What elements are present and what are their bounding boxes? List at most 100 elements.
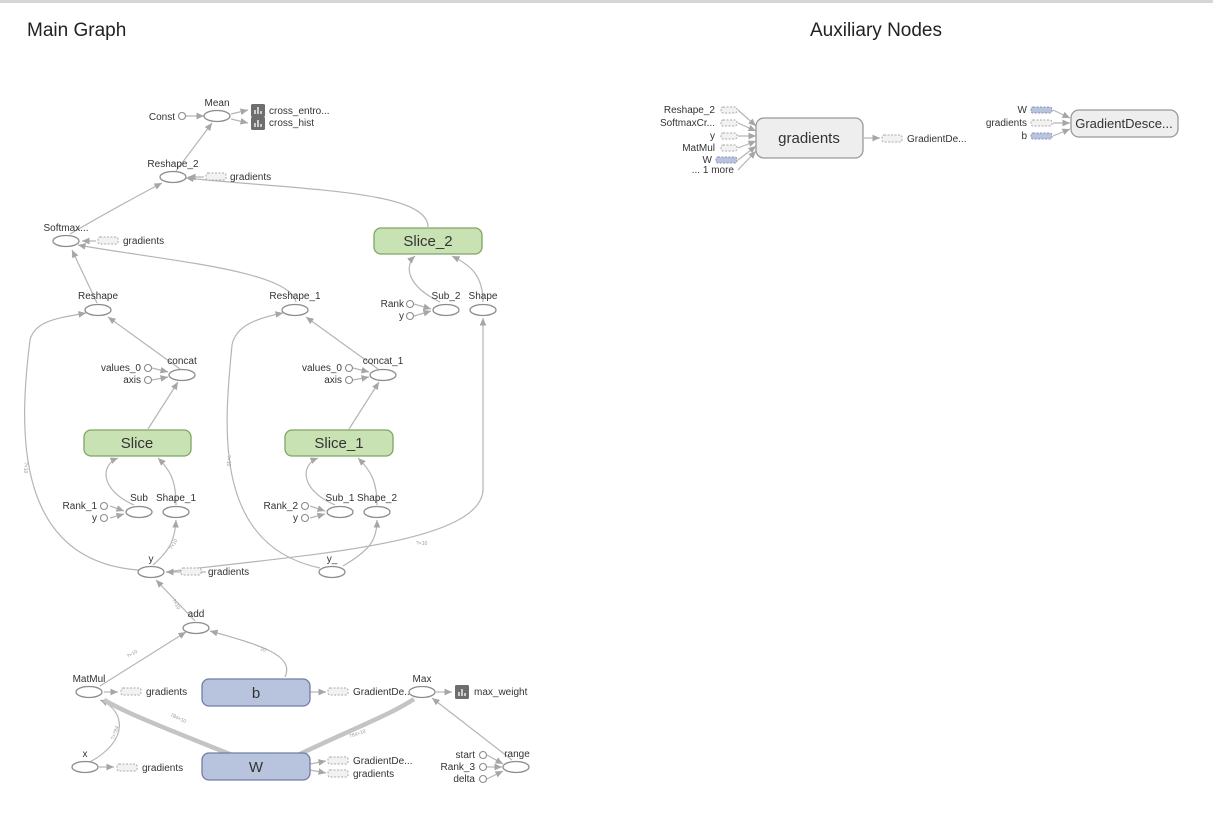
node-gradients-y[interactable]: gradients bbox=[180, 567, 249, 578]
aux-gradient-descent-node[interactable]: GradientDesce... bbox=[1070, 109, 1179, 138]
svg-text:gradients: gradients bbox=[208, 567, 249, 578]
svg-text:Slice_1: Slice_1 bbox=[314, 435, 363, 452]
node-gradients-reshape-2[interactable]: gradients bbox=[205, 172, 271, 183]
svg-text:Reshape: Reshape bbox=[78, 291, 118, 302]
svg-text:y: y bbox=[710, 131, 715, 142]
node-delta[interactable]: delta bbox=[453, 774, 488, 785]
node-sub-1[interactable]: Sub_1 bbox=[326, 493, 355, 519]
aux-gd-input[interactable]: b bbox=[1021, 131, 1053, 142]
edge-label: ?×10 bbox=[170, 598, 181, 611]
svg-text:Sub_2: Sub_2 bbox=[432, 291, 461, 302]
svg-text:b: b bbox=[252, 685, 260, 702]
svg-text:y: y bbox=[92, 513, 97, 524]
node-reshape-1[interactable]: Reshape_1 bbox=[269, 291, 321, 317]
edge-label: ?×10 bbox=[225, 455, 231, 466]
node-gradients-matmul[interactable]: gradients bbox=[120, 687, 187, 698]
auxiliary-nodes-title: Auxiliary Nodes bbox=[810, 20, 942, 41]
node-max[interactable]: Max bbox=[408, 674, 436, 699]
node-values-0[interactable]: values_0 bbox=[101, 363, 153, 374]
edge-labels: ?×10 ?×10 784×10 ?×784 784×10 ?×10 ?×10 … bbox=[22, 455, 427, 741]
svg-text:Slice_2: Slice_2 bbox=[403, 233, 452, 250]
aux-gd-input[interactable]: W bbox=[1018, 105, 1053, 116]
node-add[interactable]: add bbox=[182, 609, 210, 635]
node-y-const-sub[interactable]: y bbox=[92, 513, 109, 524]
svg-text:Shape_1: Shape_1 bbox=[156, 493, 196, 504]
node-gradientde-b[interactable]: GradientDe... bbox=[327, 687, 412, 698]
aux-input[interactable]: MatMul bbox=[682, 143, 738, 154]
node-gradients-w[interactable]: gradients bbox=[327, 769, 394, 780]
svg-text:Rank: Rank bbox=[381, 299, 405, 310]
aux-gradients-node[interactable]: gradients bbox=[755, 117, 864, 159]
svg-text:b: b bbox=[1021, 131, 1027, 142]
edge-label: ?×10 bbox=[22, 462, 28, 473]
node-slice[interactable]: Slice bbox=[83, 429, 192, 457]
svg-text:start: start bbox=[456, 750, 476, 761]
svg-text:cross_entro...: cross_entro... bbox=[269, 106, 330, 117]
node-reshape-2[interactable]: Reshape_2 bbox=[147, 159, 199, 184]
node-axis[interactable]: axis bbox=[123, 375, 153, 386]
svg-text:Shape_2: Shape_2 bbox=[357, 493, 397, 504]
svg-text:Mean: Mean bbox=[204, 98, 229, 109]
node-shape[interactable]: Shape bbox=[469, 291, 498, 317]
node-softmax[interactable]: Softmax... bbox=[43, 223, 89, 248]
node-start[interactable]: start bbox=[456, 750, 488, 761]
node-axis-b[interactable]: axis bbox=[324, 375, 354, 386]
node-mean[interactable]: Mean bbox=[203, 98, 231, 123]
summary-cross-entropy[interactable]: cross_entro... bbox=[251, 104, 330, 117]
svg-text:GradientDesce...: GradientDesce... bbox=[1075, 116, 1173, 131]
svg-text:Rank_1: Rank_1 bbox=[63, 501, 98, 512]
node-sub[interactable]: Sub bbox=[125, 493, 153, 519]
node-y-const-sub1[interactable]: y bbox=[293, 513, 310, 524]
node-b[interactable]: b bbox=[201, 678, 311, 707]
aux-input[interactable]: Reshape_2 bbox=[664, 105, 738, 116]
node-range[interactable]: range bbox=[502, 749, 530, 774]
node-reshape[interactable]: Reshape bbox=[78, 291, 118, 317]
svg-text:range: range bbox=[504, 749, 530, 760]
svg-text:SoftmaxCr...: SoftmaxCr... bbox=[660, 118, 715, 129]
node-slice-1[interactable]: Slice_1 bbox=[284, 429, 394, 457]
summary-max-weight[interactable]: max_weight bbox=[455, 685, 528, 699]
svg-text:... 1 more: ... 1 more bbox=[692, 165, 735, 176]
node-rank-2[interactable]: Rank_2 bbox=[264, 501, 310, 512]
aux-input[interactable]: ... 1 more bbox=[692, 165, 735, 176]
node-slice-2[interactable]: Slice_2 bbox=[373, 227, 483, 255]
summary-cross-hist[interactable]: cross_hist bbox=[251, 117, 314, 130]
aux-gradient-output[interactable]: GradientDe... bbox=[881, 134, 966, 145]
svg-text:Reshape_2: Reshape_2 bbox=[147, 159, 199, 170]
summary-icon bbox=[254, 107, 262, 114]
node-sub-2[interactable]: Sub_2 bbox=[432, 291, 461, 317]
node-concat-1[interactable]: concat_1 bbox=[363, 356, 404, 382]
node-y-const-sub2[interactable]: y bbox=[399, 311, 415, 322]
aux-gd-input[interactable]: gradients bbox=[986, 118, 1053, 129]
svg-text:GradientDe...: GradientDe... bbox=[353, 687, 412, 698]
svg-text:concat_1: concat_1 bbox=[363, 356, 404, 367]
svg-text:Shape: Shape bbox=[469, 291, 498, 302]
node-matmul[interactable]: MatMul bbox=[73, 674, 106, 699]
svg-text:gradients: gradients bbox=[986, 118, 1027, 129]
node-w[interactable]: W bbox=[201, 752, 311, 781]
aux-gd-inputs: W gradients b bbox=[986, 105, 1053, 142]
node-gradientde-w[interactable]: GradientDe... bbox=[327, 756, 412, 767]
node-concat[interactable]: concat bbox=[167, 356, 197, 382]
node-gradients-softmax[interactable]: gradients bbox=[97, 236, 164, 247]
node-gradients-x[interactable]: gradients bbox=[116, 763, 183, 774]
node-shape-1[interactable]: Shape_1 bbox=[156, 493, 196, 519]
aux-input[interactable]: W bbox=[703, 155, 738, 166]
aux-input[interactable]: SoftmaxCr... bbox=[660, 118, 738, 129]
node-rank-3[interactable]: Rank_3 bbox=[441, 762, 488, 773]
node-x[interactable]: x bbox=[71, 749, 99, 774]
node-rank-1[interactable]: Rank_1 bbox=[63, 501, 109, 512]
node-rank[interactable]: Rank bbox=[381, 299, 415, 310]
svg-text:Max: Max bbox=[413, 674, 432, 685]
svg-text:gradients: gradients bbox=[353, 769, 394, 780]
node-y[interactable]: y bbox=[137, 554, 165, 579]
aux-inputs: Reshape_2 SoftmaxCr... y MatMul W ... 1 … bbox=[660, 105, 738, 176]
node-y-underscore[interactable]: y_ bbox=[318, 554, 346, 579]
aux-input[interactable]: y bbox=[710, 131, 738, 142]
svg-text:add: add bbox=[188, 609, 205, 620]
node-shape-2[interactable]: Shape_2 bbox=[357, 493, 397, 519]
svg-text:GradientDe...: GradientDe... bbox=[353, 756, 412, 767]
node-values-0-b[interactable]: values_0 bbox=[302, 363, 354, 374]
node-const[interactable]: Const bbox=[149, 111, 187, 123]
